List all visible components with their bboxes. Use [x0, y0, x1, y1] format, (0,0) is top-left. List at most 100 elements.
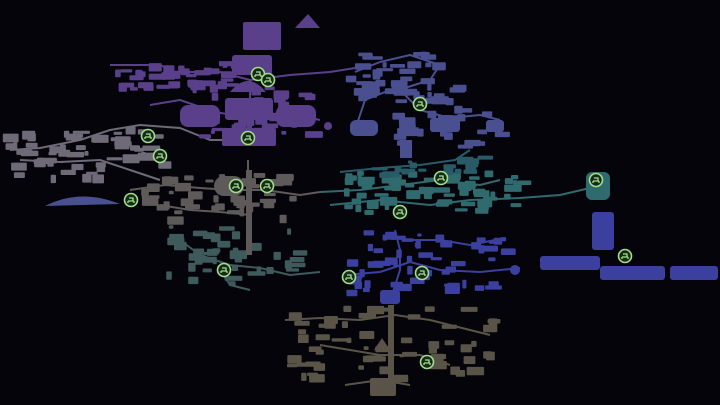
room-fungal-wastes — [504, 193, 511, 200]
room-fungal-wastes — [356, 192, 367, 199]
bench-icon[interactable] — [260, 72, 276, 88]
room-fungal-wastes — [443, 193, 455, 197]
bench-icon[interactable] — [123, 192, 139, 208]
room-deepnest — [362, 287, 370, 293]
room-kings-pass — [114, 146, 130, 150]
bench-glyph — [254, 71, 262, 77]
room-greenpath — [228, 281, 236, 286]
bench-ring — [228, 178, 244, 194]
room-royal-waterways — [264, 86, 275, 91]
room-city-of-tears — [445, 98, 454, 106]
city-ramp — [486, 120, 504, 132]
room-forgotten-crossroads — [279, 214, 287, 224]
room-kings-pass — [49, 146, 61, 154]
room-city-of-tears — [443, 115, 460, 119]
bench-pins[interactable] — [123, 66, 633, 370]
room-forgotten-crossroads — [253, 173, 266, 178]
room-greenpath — [285, 268, 299, 272]
bench-icon[interactable] — [228, 178, 244, 194]
room-kings-pass — [71, 163, 84, 171]
room-greenpath — [256, 266, 262, 276]
room-city-of-tears — [404, 91, 420, 96]
bench-icon[interactable] — [617, 248, 633, 264]
bench-icon[interactable] — [259, 178, 275, 194]
bench-ring — [433, 170, 449, 186]
room-forgotten-crossroads — [141, 197, 159, 206]
room-fungal-wastes — [504, 178, 514, 184]
room-fungal-wastes — [457, 182, 476, 190]
central-shaft — [246, 170, 252, 255]
room-ancient-basin — [487, 319, 501, 324]
room-greenpath — [167, 237, 185, 246]
room-queens-gardens — [401, 168, 409, 175]
room-kings-pass — [84, 151, 89, 156]
room-fungal-wastes — [432, 187, 450, 193]
room-ancient-basin — [324, 316, 338, 324]
east-corridor — [540, 256, 600, 270]
bench-glyph — [396, 209, 404, 215]
room-forgotten-crossroads — [263, 201, 275, 209]
room-greenpath — [192, 230, 208, 237]
bench-icon[interactable] — [588, 172, 604, 188]
room-forgotten-crossroads — [239, 207, 245, 217]
room-royal-waterways — [192, 87, 197, 94]
room-greenpath — [224, 275, 243, 281]
room-royal-waterways — [161, 72, 176, 80]
room-fungal-wastes — [344, 188, 350, 197]
bench-icon[interactable] — [414, 265, 430, 281]
room-city-of-tears — [477, 129, 488, 135]
bench-icon[interactable] — [392, 204, 408, 220]
bench-icon[interactable] — [240, 130, 256, 146]
palace-hall-east — [276, 105, 316, 127]
room-kings-pass — [22, 150, 39, 157]
room-city-of-tears — [440, 132, 453, 137]
bench-icon[interactable] — [216, 262, 232, 278]
temple-spire — [295, 14, 320, 28]
palace-orb — [324, 122, 332, 130]
room-ancient-basin — [455, 370, 466, 377]
room-royal-waterways — [120, 82, 135, 88]
room-royal-waterways — [115, 69, 121, 78]
bench-icon[interactable] — [341, 269, 357, 285]
room-royal-waterways — [281, 131, 287, 135]
basin-spike — [374, 338, 390, 350]
room-royal-waterways — [156, 84, 171, 89]
room-city-of-tears — [375, 79, 386, 87]
bench-icon[interactable] — [152, 148, 168, 164]
room-queens-gardens — [409, 162, 417, 169]
room-kings-pass — [5, 143, 17, 150]
bench-icon[interactable] — [412, 96, 428, 112]
room-fungal-wastes — [418, 186, 434, 195]
bench-glyph — [621, 253, 629, 259]
palace-core — [225, 98, 273, 120]
room-deepnest — [417, 233, 422, 237]
room-deepnest — [355, 275, 362, 284]
room-fungal-wastes — [379, 196, 398, 206]
basin-bottom — [370, 378, 396, 396]
room-forgotten-crossroads — [287, 174, 294, 180]
room-deepnest — [406, 255, 413, 263]
tower-spire — [400, 140, 412, 158]
room-kings-pass — [141, 151, 146, 158]
tower-base — [350, 120, 378, 136]
bench-ring — [341, 269, 357, 285]
room-deepnest — [447, 284, 456, 289]
room-fungal-wastes — [408, 171, 418, 178]
bench-icon[interactable] — [419, 354, 435, 370]
room-kings-pass — [67, 133, 77, 138]
room-royal-waterways — [298, 92, 313, 98]
room-forgotten-crossroads — [289, 195, 297, 202]
room-kings-pass — [25, 142, 38, 148]
room-royal-waterways — [148, 63, 162, 72]
room-city-of-tears — [427, 92, 432, 98]
room-fungal-wastes — [473, 188, 486, 195]
bench-icon[interactable] — [433, 170, 449, 186]
bench-glyph — [416, 101, 424, 107]
corridor-fungal-wastes — [319, 179, 501, 193]
room-fungal-wastes — [513, 180, 518, 187]
bench-icon[interactable] — [140, 128, 156, 144]
palace-dome — [230, 81, 266, 92]
room-fungal-wastes — [475, 207, 489, 214]
